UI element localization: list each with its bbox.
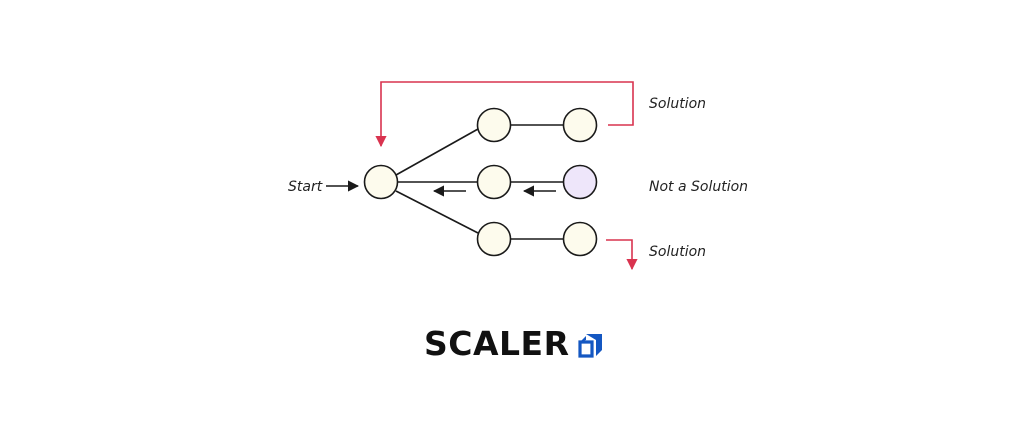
- logo-wordmark: SCALER: [424, 324, 570, 363]
- node-dead-end: [562, 164, 598, 200]
- scaler-logo: SCALER: [424, 324, 604, 364]
- solution-loop-arrow: [375, 81, 634, 148]
- not-solution-label: Not a Solution: [649, 179, 748, 195]
- edge-start-to-bottom: [395, 190, 479, 234]
- solution-down-arrow: [606, 239, 638, 271]
- solution-top-label: Solution: [649, 96, 706, 112]
- solution-bottom-label: Solution: [649, 244, 706, 260]
- node-bottom-1: [476, 221, 512, 257]
- edge-start-to-top: [395, 128, 479, 176]
- node-top-1: [476, 107, 512, 143]
- node-middle-1: [476, 164, 512, 200]
- start-node: [363, 164, 399, 200]
- start-label: Start: [288, 179, 323, 195]
- scaler-logo-icon: [577, 334, 602, 358]
- node-top-2: [562, 107, 598, 143]
- node-bottom-2: [562, 221, 598, 257]
